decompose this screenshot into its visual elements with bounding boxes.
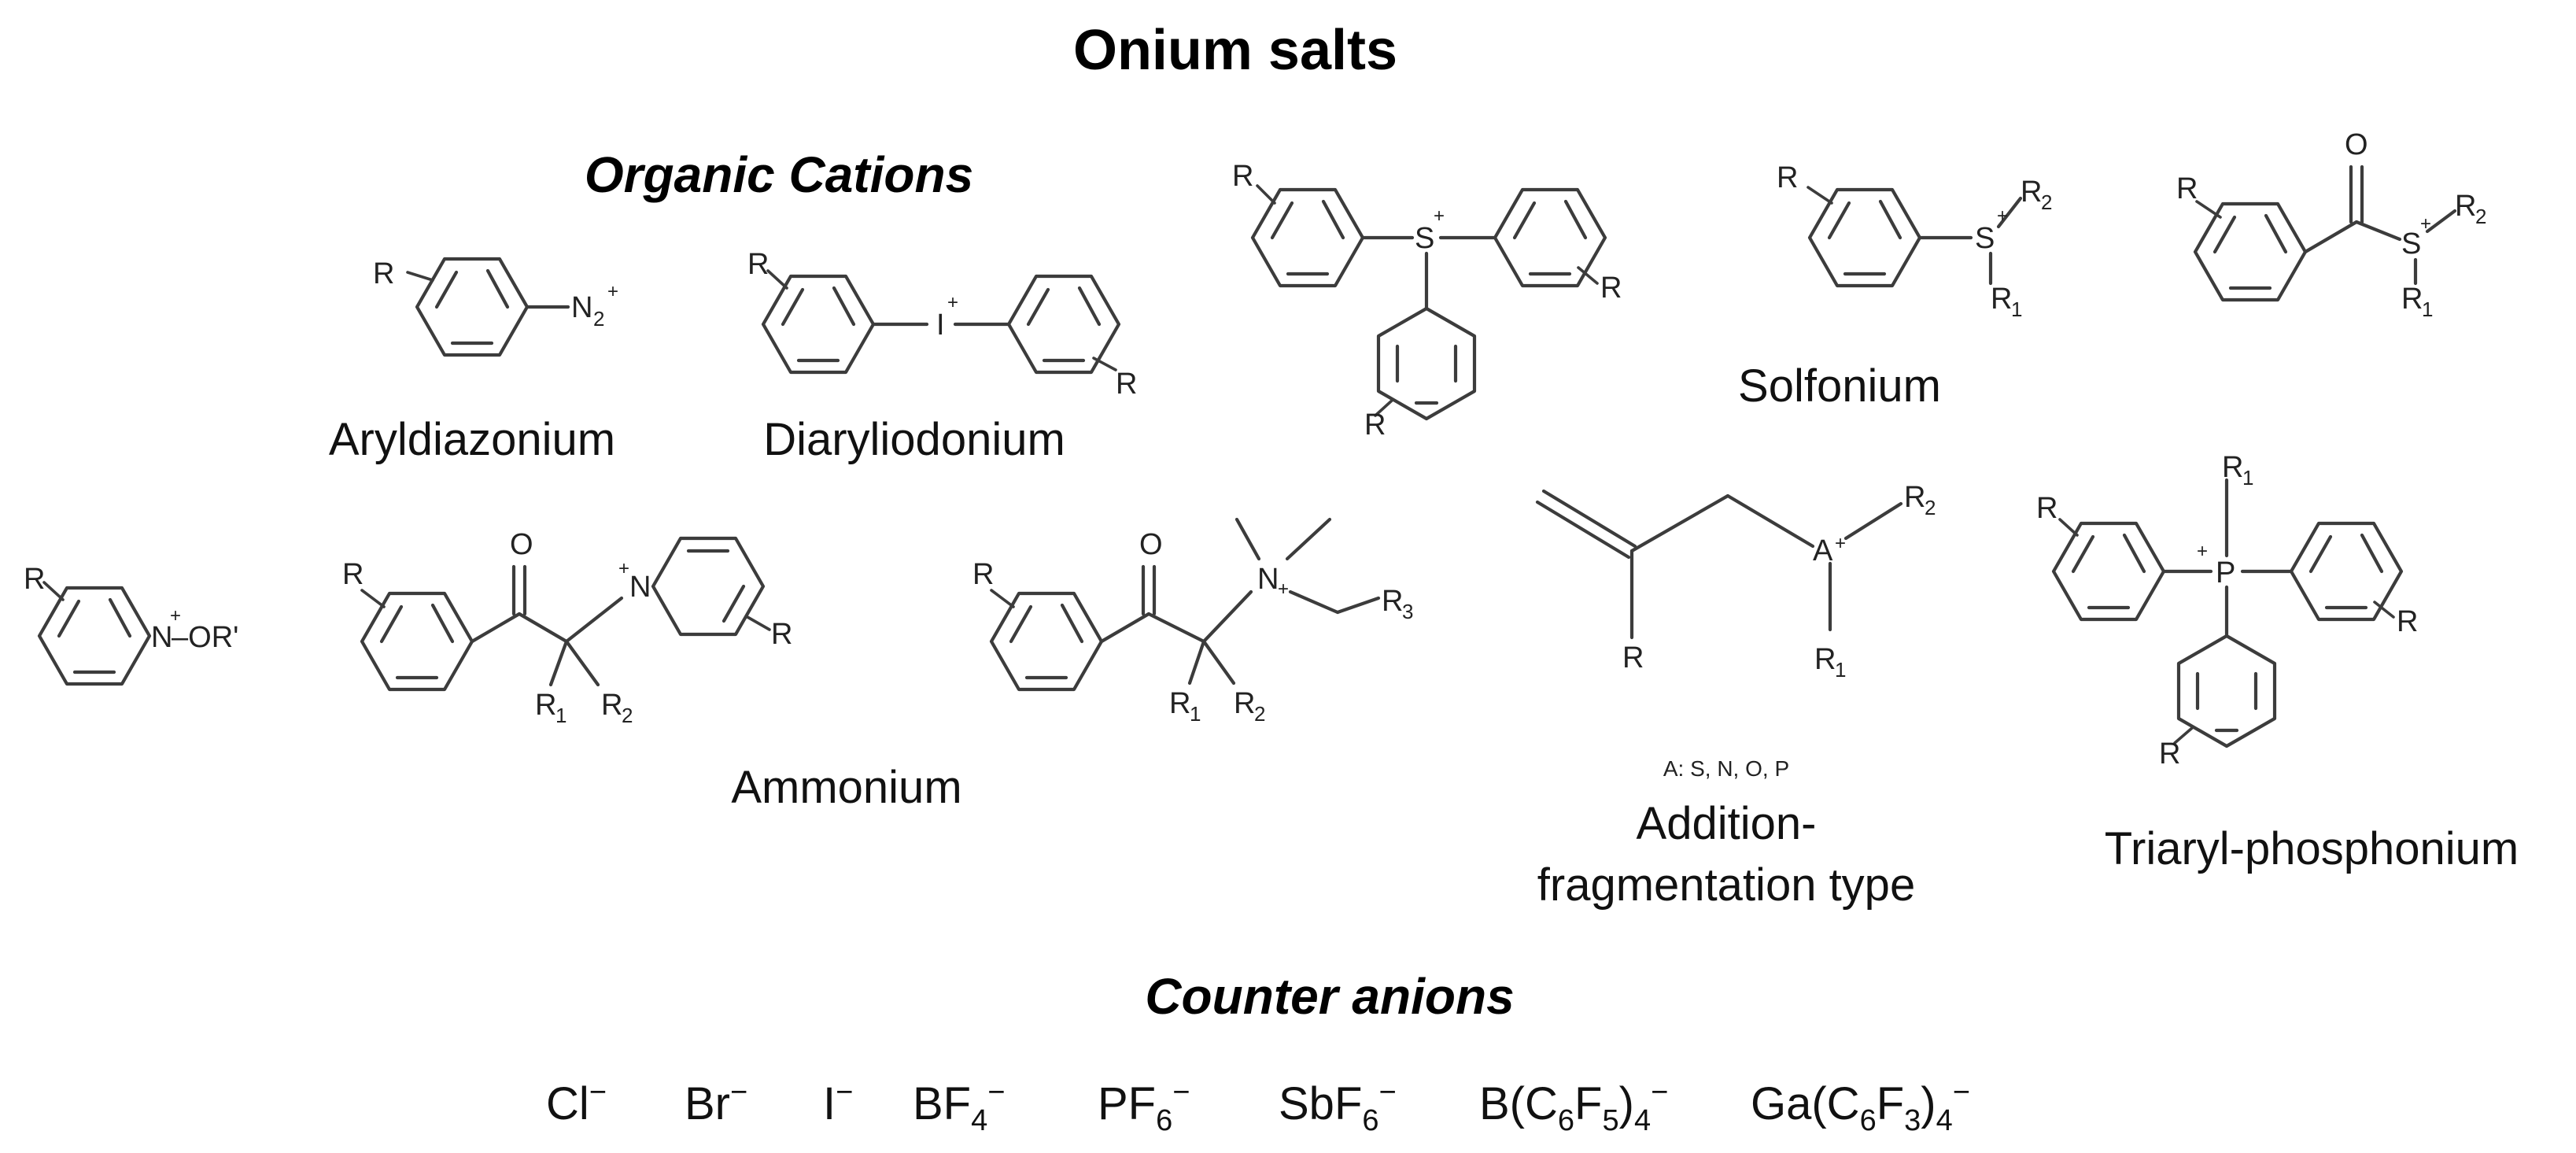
charge: + <box>2420 213 2431 235</box>
nitrogen-atom: N <box>1257 563 1279 596</box>
sulfur-atom: S <box>1975 222 1995 255</box>
phenacylsulfonium-structure: O R S + R 2 R 1 <box>2176 128 2486 321</box>
aryldiazonium-label: Aryldiazonium <box>329 414 615 465</box>
charge: + <box>618 558 629 579</box>
subscript: 2 <box>622 704 633 727</box>
oxygen-atom: O <box>510 528 533 561</box>
subscript: 2 <box>2041 190 2052 214</box>
r-group: R <box>1232 160 1253 193</box>
counter-anions-row: Cl− Br− I− BF4− PF6− SbF6− B(C6F5)4− Ga(C6F3)4− <box>546 1076 1970 1137</box>
anion-2: I− <box>823 1076 853 1129</box>
r-group: R <box>1364 408 1386 442</box>
r-group: R <box>1600 272 1622 305</box>
heteroatom-note: A: S, N, O, P <box>1663 756 1789 781</box>
triarylphosphonium-structure: R P + R 1 R R <box>2036 451 2418 771</box>
r-group: R <box>2176 172 2198 205</box>
r-group: R <box>2397 605 2418 638</box>
triaryl-phosphonium-label: Triaryl-phosphonium <box>2105 823 2519 874</box>
addition-fragmentation-label-2: fragmentation type <box>1537 859 1915 911</box>
anion-3: BF4− <box>913 1076 1005 1137</box>
solfonium-label: Solfonium <box>1738 360 1941 412</box>
r1-group: R <box>2401 283 2423 316</box>
r-group: R <box>972 558 994 591</box>
ammonium-label: Ammonium <box>731 762 961 813</box>
r2-group: R <box>2021 176 2042 209</box>
sulfur-atom: S <box>1415 222 1434 255</box>
r2-group: R <box>2455 190 2476 223</box>
subscript: 2 <box>1254 702 1265 726</box>
counter-anions-heading: Counter anions <box>1145 968 1514 1025</box>
subscript: 1 <box>555 704 566 727</box>
r-group: R <box>1777 161 1798 194</box>
subscript: 1 <box>1835 658 1846 682</box>
r2-group: R <box>1904 481 1925 514</box>
anion-0: Cl− <box>546 1076 607 1129</box>
charge: + <box>2197 541 2208 562</box>
anion-4: PF6− <box>1098 1076 1190 1137</box>
oxygen-atom: O <box>1139 528 1163 561</box>
r2-group: R <box>601 689 622 722</box>
nitrogen-atom: N <box>151 621 172 654</box>
r1-group: R <box>1991 283 2012 316</box>
addition-fragmentation-label-1: Addition- <box>1637 798 1817 849</box>
alkoxy-group: –OR' <box>172 621 238 654</box>
subscript: 1 <box>2422 297 2433 321</box>
nitrogen-atom: N <box>571 291 592 324</box>
triarylsulfonium-structure: R S + R R <box>1232 160 1622 442</box>
r1-group: R <box>535 689 556 722</box>
charge: + <box>1997 205 2008 227</box>
subscript: 1 <box>2242 466 2253 490</box>
r-group: R <box>1116 368 1137 401</box>
nitrogen-atom: N <box>629 571 651 604</box>
subscript: 3 <box>1402 600 1413 623</box>
alkoxypyridinium-structure: R N + –OR' <box>24 563 238 686</box>
heteroatom-a: A <box>1813 534 1833 567</box>
phenacylammonium-structure: R O N + R 1 R 2 R 3 <box>972 517 1413 726</box>
alkylsulfonium-structure: R S + R 2 R 1 <box>1777 161 2052 321</box>
diaryliodonium-label: Diaryliodonium <box>763 414 1065 465</box>
r-group: R <box>1622 641 1644 674</box>
charge: + <box>1434 205 1445 227</box>
r-group: R <box>747 248 769 281</box>
charge: + <box>1278 578 1289 600</box>
r-group: R <box>2036 492 2057 525</box>
anion-6: B(C6F5)4− <box>1479 1076 1668 1137</box>
subscript: 2 <box>593 307 604 331</box>
addition-fragmentation-structure: R A + R 2 R 1 <box>1535 481 1936 682</box>
organic-cations-heading: Organic Cations <box>585 146 973 203</box>
subscript: 2 <box>1925 496 1936 519</box>
r2-group: R <box>1234 687 1255 720</box>
r3-group: R <box>1382 585 1403 618</box>
subscript: 1 <box>2011 297 2022 321</box>
anion-7: Ga(C6F3)4− <box>1751 1076 1970 1137</box>
r1-group: R <box>1169 687 1190 720</box>
r1-group: R <box>2222 451 2243 484</box>
diaryliodonium-structure: R I + R <box>747 248 1137 401</box>
r-group: R <box>771 618 792 651</box>
phenacylpyridinium-structure: R O N + R 1 R 2 R <box>342 528 792 727</box>
r1-group: R <box>1814 643 1836 676</box>
sulfur-atom: S <box>2401 227 2421 261</box>
figure-title: Onium salts <box>1073 19 1397 82</box>
charge: + <box>1835 533 1846 554</box>
iodine-atom: I <box>936 309 945 342</box>
aryldiazonium-structure: R N 2 + <box>373 257 618 357</box>
charge: + <box>170 605 181 626</box>
oxygen-atom: O <box>2345 128 2368 161</box>
anion-5: SbF6− <box>1279 1076 1397 1137</box>
r-group: R <box>24 563 45 596</box>
charge: + <box>607 281 618 302</box>
subscript: 1 <box>1190 702 1201 726</box>
phosphorus-atom: P <box>2216 556 2235 589</box>
anion-1: Br− <box>685 1076 747 1129</box>
subscript: 2 <box>2475 205 2486 228</box>
charge: + <box>947 292 958 313</box>
r-group: R <box>373 257 394 290</box>
r-group: R <box>2159 737 2180 771</box>
r-group: R <box>342 558 364 591</box>
